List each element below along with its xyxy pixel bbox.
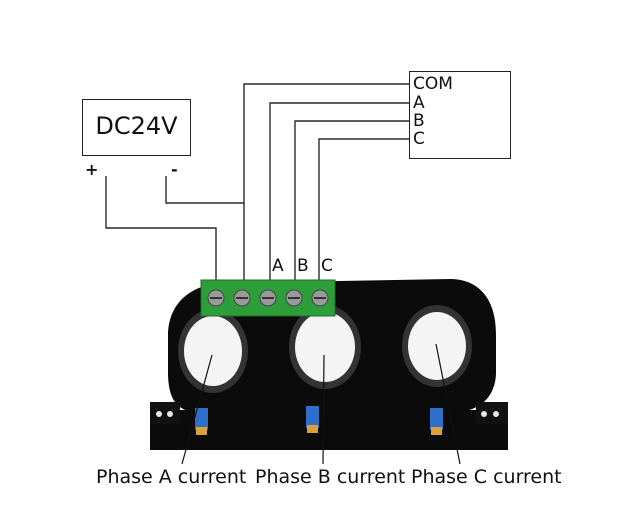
pointer-phase-c [435, 343, 461, 465]
phase-holes [178, 305, 472, 393]
output-label-b: B [413, 111, 425, 131]
pointer-phase-b [322, 354, 325, 465]
screw-terminal-4 [285, 289, 303, 307]
power-label: DC24V [95, 112, 178, 140]
plus-sign: + [85, 160, 99, 179]
potentiometer-c [430, 408, 443, 435]
screw-terminal-3 [259, 289, 277, 307]
potentiometers [195, 406, 443, 435]
wire-a [269, 102, 409, 280]
wire-plus [105, 176, 217, 280]
phase-a-label: Phase A current [96, 466, 247, 488]
potentiometer-a [195, 408, 208, 435]
pointer-phase-a [181, 354, 213, 465]
screw-terminal-5 [311, 289, 329, 307]
output-box: COM A B C [409, 71, 511, 159]
terminal-label-a: A [272, 256, 284, 276]
wires [105, 83, 409, 280]
output-label-com: COM [413, 74, 453, 94]
terminal-label-c: C [321, 256, 333, 276]
phase-c-label: Phase C current [411, 466, 562, 488]
terminal-block [200, 279, 336, 317]
wire-b [294, 120, 409, 280]
wire-com [243, 83, 409, 280]
potentiometer-b [306, 406, 319, 433]
wire-c [318, 138, 409, 280]
screw-terminal-2 [233, 289, 251, 307]
terminal-label-b: B [297, 256, 309, 276]
output-label-a: A [413, 93, 425, 113]
screw-terminal-1 [207, 289, 225, 307]
phase-b-label: Phase B current [255, 466, 406, 488]
minus-sign: - [171, 160, 178, 179]
power-supply-box: DC24V [82, 99, 191, 156]
phase-pointers [181, 343, 461, 465]
wire-minus [165, 176, 244, 204]
output-label-c: C [413, 129, 425, 149]
